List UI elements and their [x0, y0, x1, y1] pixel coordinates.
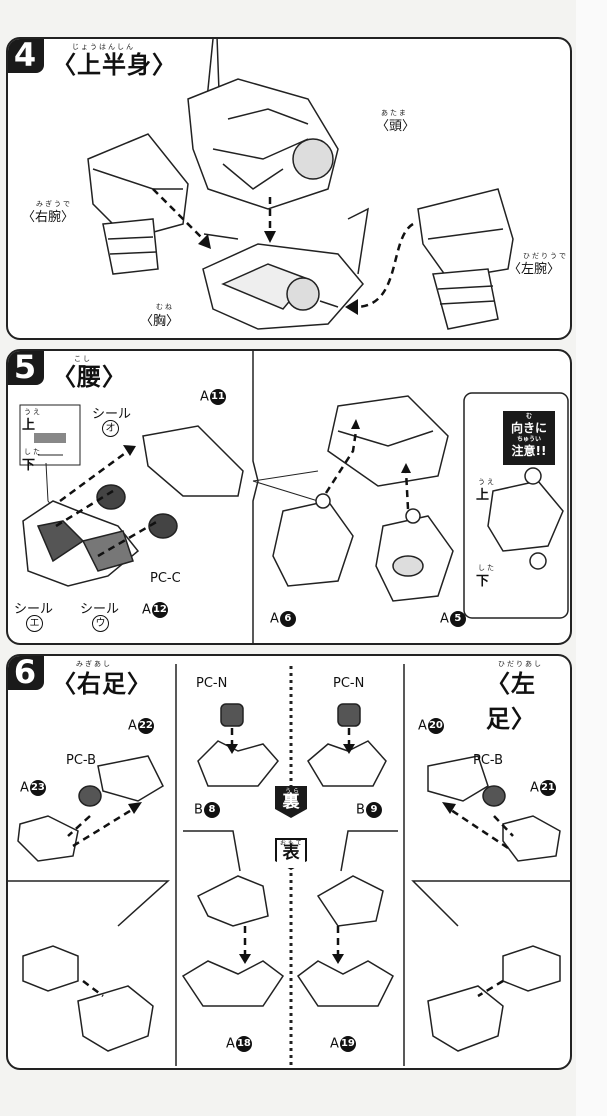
seal-o-mark: オ — [102, 420, 119, 437]
chest-label: 〈胸〉 — [140, 314, 180, 329]
step-number: 5 — [8, 351, 44, 385]
step-title: 〈上半身〉 — [52, 51, 177, 79]
step-number: 6 — [8, 656, 44, 690]
down-label: 下 — [22, 458, 36, 473]
inset-down-ruby: した — [478, 564, 496, 572]
pc-c-label: PC-C — [150, 571, 181, 586]
right-arm-label: 〈右腕〉 — [22, 210, 75, 225]
inset-up-label: 上 — [476, 488, 490, 503]
pc-n-label-1: PC-N — [196, 676, 228, 691]
pc-n-label-2: PC-N — [333, 676, 365, 691]
right-arm-ruby: みぎうで — [36, 200, 72, 208]
step-5-panel: 5 こし 〈腰〉 — [6, 349, 572, 645]
left-foot-title: 〈左足〉 — [486, 670, 536, 733]
left-title-ruby: ひだりあし — [498, 660, 543, 668]
waist-illustration — [19, 351, 569, 643]
head-label: 〈頭〉 — [376, 119, 416, 134]
up-ruby: うえ — [24, 408, 42, 416]
left-arm-label: 〈左腕〉 — [508, 262, 561, 277]
title-ruby: みぎあし — [76, 660, 112, 668]
left-arm-ruby: ひだりうで — [523, 252, 568, 260]
step-6-panel: 6 みぎあし 〈右足〉 ひだりあし 〈左足〉 — [6, 654, 572, 1070]
head-ruby: あたま — [381, 109, 408, 117]
step-title: 〈腰〉 — [52, 363, 127, 391]
front-ruby: おもて — [280, 840, 304, 847]
upper-body-illustration — [87, 39, 514, 330]
seal-u-label: シール — [80, 602, 120, 617]
title-ruby: じょうはんしん — [72, 43, 135, 51]
step-number: 4 — [8, 39, 44, 73]
inset-down-label: 下 — [476, 574, 490, 589]
back-ruby: うら — [285, 788, 302, 795]
page-edge — [576, 0, 607, 1116]
seal-e-label: シール — [14, 602, 54, 617]
step-title: 〈右足〉 — [52, 670, 152, 698]
pc-b-label-right: PC-B — [66, 753, 97, 768]
up-label: 上 — [22, 418, 36, 433]
seal-u-mark: ウ — [92, 615, 109, 632]
step-4-panel: 4 じょうはんしん 〈上半身〉 — [6, 37, 572, 340]
pc-b-label-left: PC-B — [473, 753, 504, 768]
feet-illustration — [8, 664, 570, 1066]
seal-e-mark: エ — [26, 615, 43, 632]
orientation-note: む 向きに ちゅうい 注意!! — [503, 411, 555, 465]
title-ruby: こし — [74, 355, 92, 363]
down-ruby: した — [24, 448, 42, 456]
chest-ruby: むね — [156, 303, 174, 311]
inset-up-ruby: うえ — [478, 478, 496, 486]
seal-o-label: シール — [92, 407, 132, 422]
